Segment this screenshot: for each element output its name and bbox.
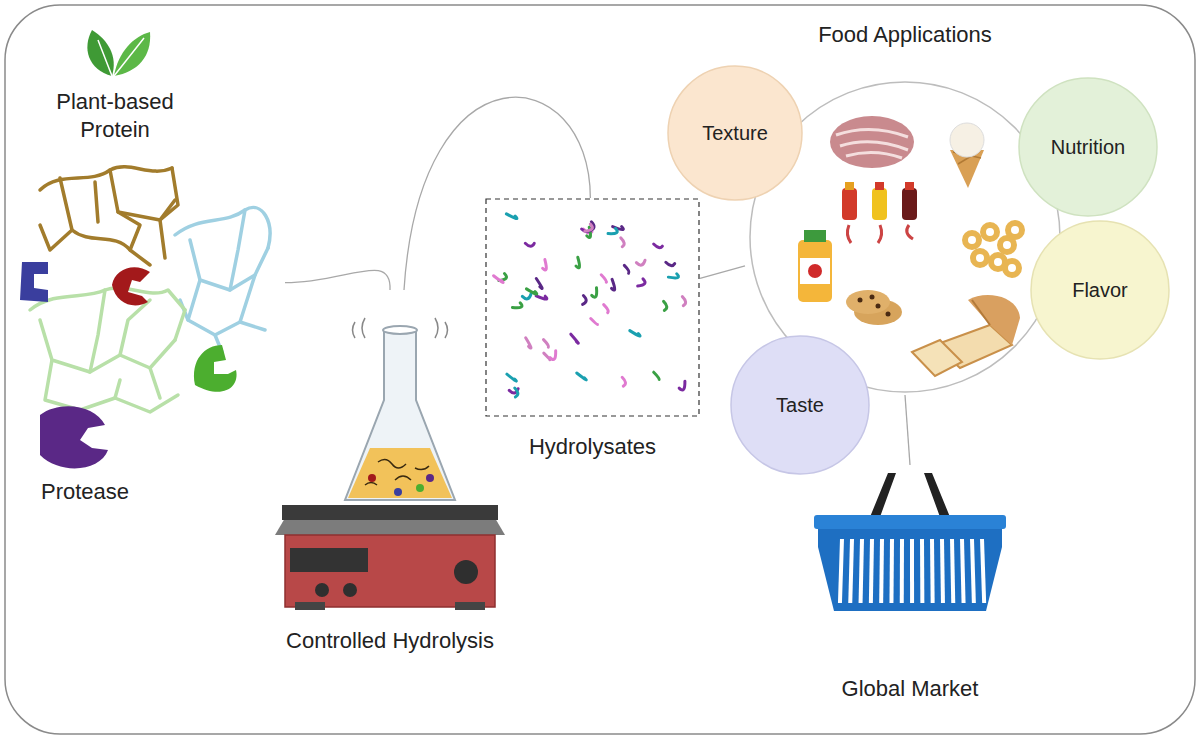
circle-fill <box>1019 78 1157 216</box>
circle-fill <box>1031 221 1169 359</box>
basket-body <box>818 523 1002 611</box>
connector <box>700 266 745 279</box>
peptide-fragment <box>585 224 593 231</box>
basket-slat <box>879 539 884 603</box>
basket-slat <box>910 539 914 603</box>
basket-rim <box>814 515 1006 529</box>
connector <box>905 395 910 465</box>
peptide-fragment <box>621 238 624 247</box>
circle-fill <box>668 66 802 200</box>
protease-enzymes <box>20 262 237 468</box>
peptide-fragment <box>654 372 660 379</box>
node-label: Hydrolysates <box>489 433 696 461</box>
leaf-icon <box>87 30 150 76</box>
basket-outline <box>800 465 1020 710</box>
dashed-outline <box>485 198 700 466</box>
peptide-fragment <box>515 388 518 397</box>
process-node: Plant-based Protein <box>15 88 285 418</box>
protein-network <box>30 167 270 425</box>
basket-slat <box>900 539 904 603</box>
peptide-fragment <box>664 301 667 310</box>
outer-frame <box>5 5 1195 734</box>
dashed-border <box>486 199 699 416</box>
basket-slat <box>952 539 953 603</box>
market-node: Global Market <box>800 465 1020 710</box>
attribute-circle: Taste <box>730 335 870 475</box>
node-label: Global Market <box>804 675 1016 703</box>
part-label: Protease <box>20 478 150 506</box>
attribute-circle: Flavor <box>1030 220 1170 360</box>
peptide-fragment <box>666 262 675 265</box>
circle-fill <box>731 336 869 474</box>
circle-label: Nutrition <box>1027 135 1149 160</box>
basket-slat <box>940 539 945 603</box>
basket-slat <box>840 539 842 603</box>
peptide-fragment <box>636 260 645 265</box>
peptide-fragment <box>494 276 504 283</box>
basket-slat <box>962 539 964 603</box>
node-label: Controlled Hydrolysis <box>254 627 526 655</box>
basket-slat <box>972 539 974 603</box>
node-label: Food Applications <box>749 21 1061 49</box>
peptide-fragment <box>550 351 556 360</box>
food-items <box>798 116 1022 376</box>
basket-slat <box>982 539 984 603</box>
peptide-fragment <box>576 257 580 268</box>
peptide-fragments <box>494 214 686 397</box>
peptide-fragment <box>506 214 516 219</box>
hot-plate-and-flask <box>275 318 505 610</box>
node-label: Plant-based Protein <box>25 88 205 143</box>
peptide-fragment <box>624 265 629 273</box>
peptide-fragment <box>612 279 615 290</box>
peptide-fragment <box>525 243 534 246</box>
basket-slat <box>920 539 924 603</box>
basket-slat <box>930 539 935 603</box>
peptide-fragment <box>622 377 625 386</box>
connector <box>404 97 590 290</box>
peptide-fragment <box>630 331 640 336</box>
peptide-fragment <box>654 244 663 248</box>
peptide-fragment <box>536 278 542 288</box>
peptide-fragment <box>638 279 645 286</box>
peptide-fragment <box>571 334 578 343</box>
peptide-fragment <box>668 274 678 278</box>
attribute-circle: Texture <box>667 65 803 201</box>
peptide-fragment <box>679 381 685 390</box>
peptide-fragment <box>512 303 522 308</box>
process-node: Controlled Hydrolysis <box>250 290 530 660</box>
peptide-fragment <box>601 275 606 282</box>
peptide-fragment <box>543 340 548 348</box>
peptide-fragment <box>591 319 598 325</box>
basket-slats <box>840 539 984 603</box>
peptide-fragment <box>577 373 587 380</box>
basket-slat <box>871 539 872 603</box>
hydrolysate-box: Hydrolysates <box>485 198 700 466</box>
peptide-fragment <box>682 297 685 306</box>
circle-label: Flavor <box>1039 278 1161 303</box>
basket-handle <box>870 473 950 517</box>
peptide-fragment <box>526 289 536 294</box>
attribute-circle: Nutrition <box>1018 77 1158 217</box>
peptide-fragment <box>604 305 609 313</box>
circle-label: Texture <box>676 121 794 146</box>
basket-slat <box>889 539 894 603</box>
peptide-fragment <box>507 374 516 381</box>
circle-label: Taste <box>739 393 861 418</box>
peptide-fragment <box>544 353 550 360</box>
peptide-fragment <box>543 260 547 270</box>
peptide-fragment <box>522 294 531 299</box>
peptide-fragment <box>608 228 617 233</box>
peptide-fragment <box>536 296 547 299</box>
peptide-fragment <box>583 295 587 304</box>
peptide-fragment <box>592 288 597 297</box>
basket-slat <box>850 539 852 603</box>
basket-slat <box>861 539 862 603</box>
peptide-fragment <box>526 338 531 348</box>
connector <box>285 270 390 290</box>
